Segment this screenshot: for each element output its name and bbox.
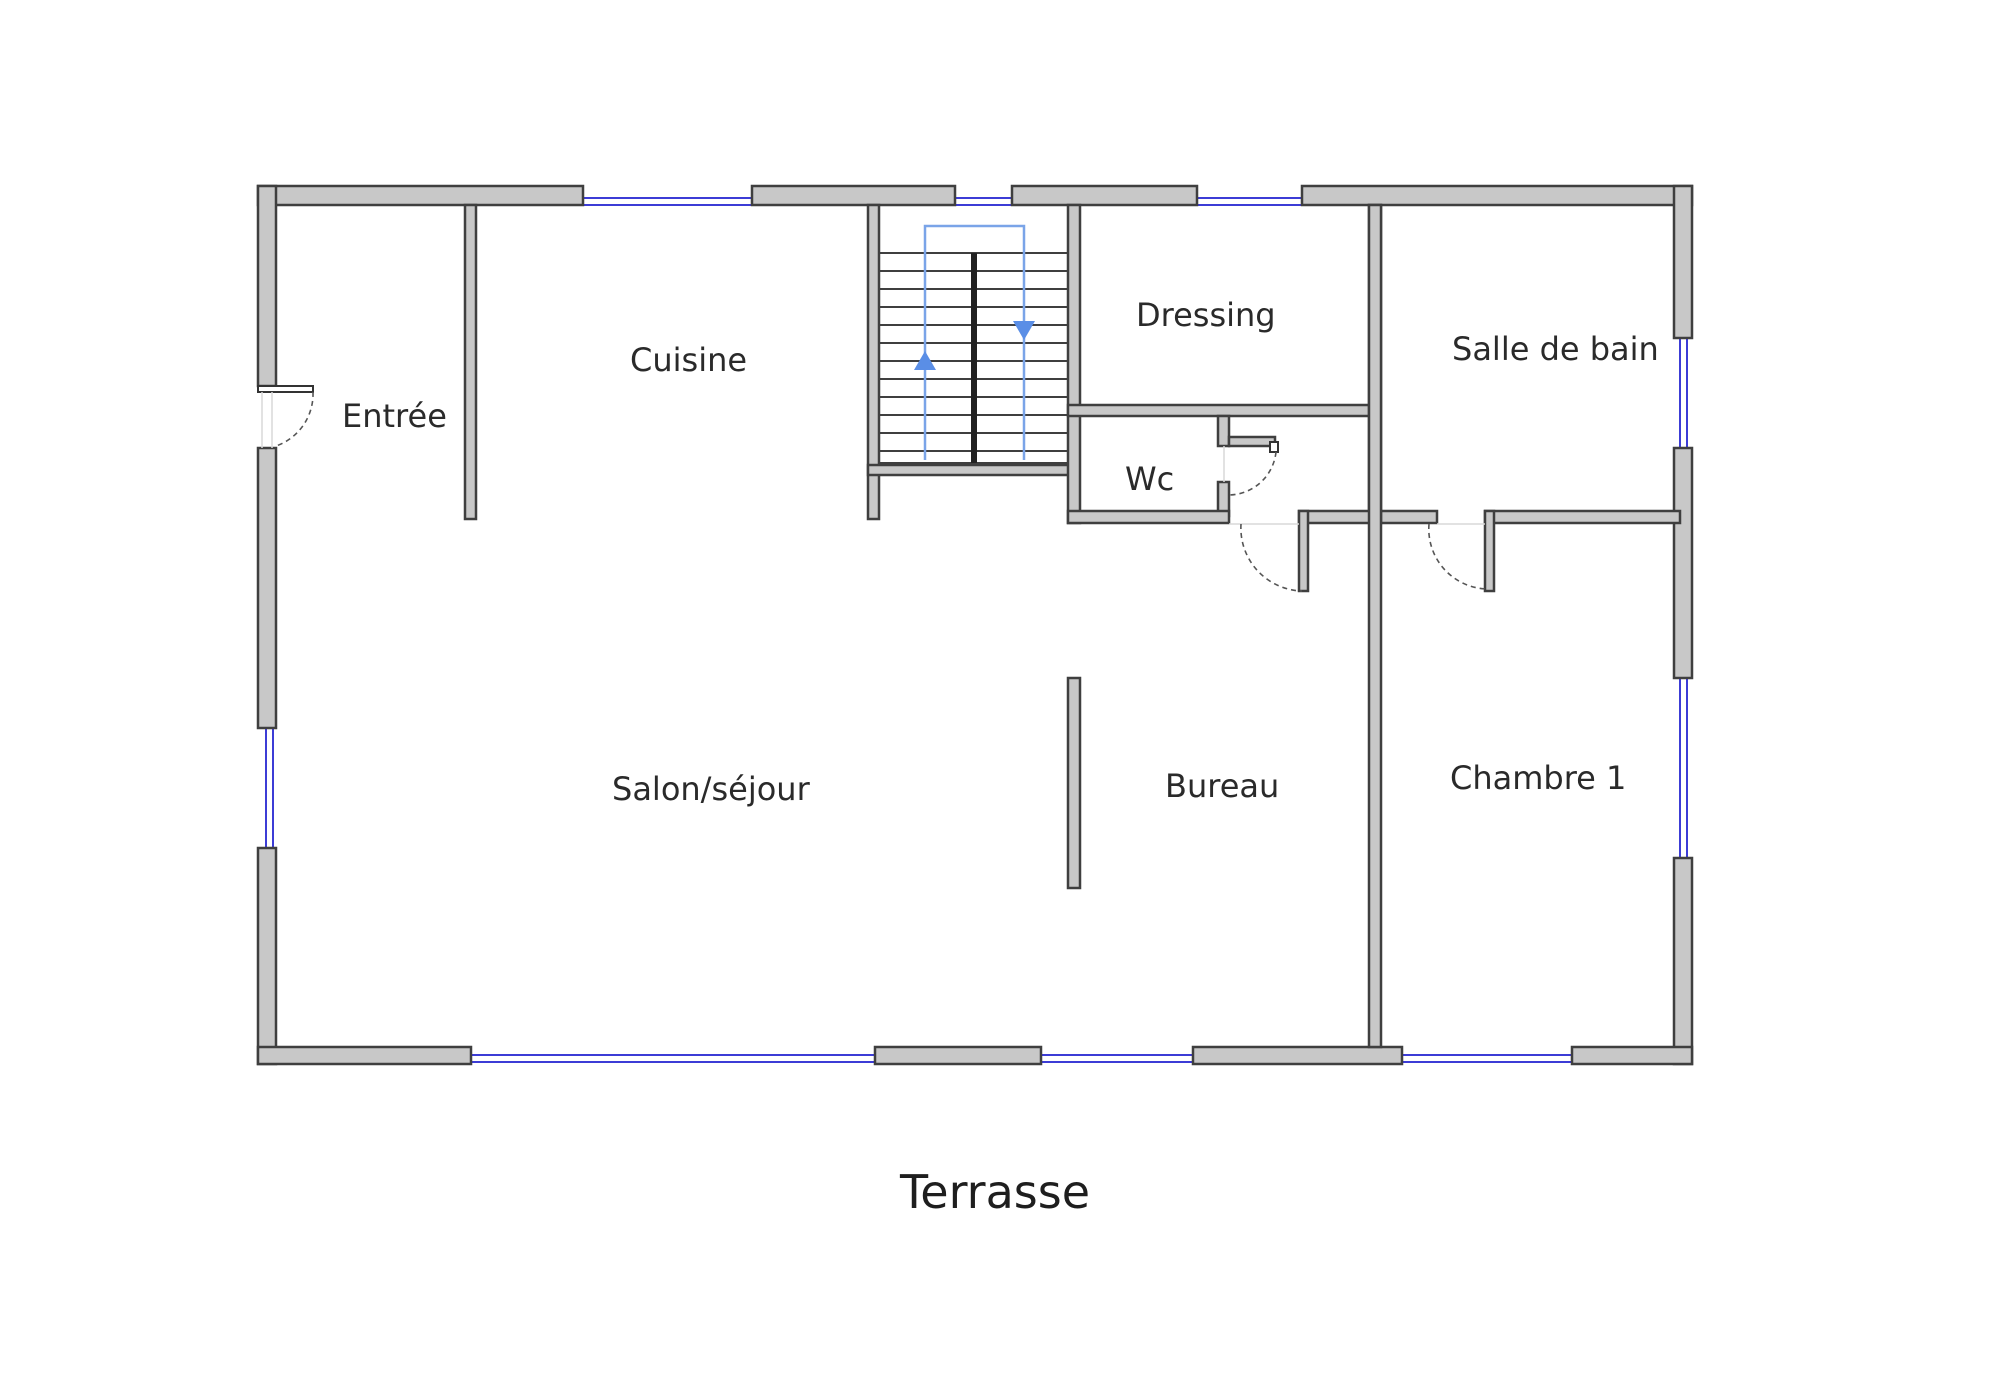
- wall-left-2: [256, 446, 278, 730]
- room-label-salon: Salon/séjour: [612, 770, 811, 808]
- wall-corridor-bottom-c: [1483, 509, 1682, 525]
- room-label-chambre: Chambre 1: [1450, 759, 1626, 797]
- stair-walk-line: [923, 224, 1026, 460]
- room-label-entree: Entrée: [342, 397, 447, 435]
- room-label-cuisine: Cuisine: [630, 341, 747, 379]
- room-label-salle-de-bain: Salle de bain: [1452, 330, 1659, 368]
- wall-entree-cuisine: [463, 203, 478, 521]
- window-bottom-chambre: [1402, 1054, 1572, 1063]
- door-wc: [1223, 441, 1279, 496]
- door-entree: [257, 385, 314, 448]
- window-top-stairs: [955, 197, 1012, 206]
- room-label-wc: Wc: [1125, 460, 1174, 498]
- staircase: [879, 224, 1068, 464]
- door-chambre: [1428, 523, 1489, 590]
- stair-up-arrow-icon: [914, 351, 936, 370]
- terrasse-label: Terrasse: [899, 1165, 1090, 1219]
- window-bottom-bureau: [1041, 1054, 1193, 1063]
- wall-left-1: [256, 184, 278, 388]
- wall-right-1: [1672, 184, 1694, 340]
- room-labels: Entrée Cuisine Dressing Salle de bain Wc…: [342, 296, 1659, 808]
- wall-wc-right: [1216, 414, 1231, 448]
- wall-bureau-door-jamb: [1297, 509, 1310, 593]
- window-right-bain: [1679, 338, 1688, 448]
- wall-left-3: [256, 846, 278, 1066]
- wall-dressing-bottom: [1066, 403, 1377, 418]
- doors: [257, 385, 1489, 592]
- room-label-bureau: Bureau: [1165, 767, 1279, 805]
- room-label-dressing: Dressing: [1136, 296, 1276, 334]
- wall-corridor-bottom-b: [1379, 509, 1439, 525]
- interior-walls: [463, 203, 1682, 1049]
- wall-top-3: [1010, 184, 1199, 207]
- wall-bottom-2: [873, 1045, 1043, 1066]
- wall-bottom-3: [1191, 1045, 1404, 1066]
- wall-chambre-door-jamb: [1483, 509, 1496, 593]
- wall-wc-door-jamb: [1227, 435, 1277, 448]
- wall-right-2: [1672, 446, 1694, 680]
- wall-stairs-bottom: [866, 463, 1076, 477]
- wall-right-3: [1672, 856, 1694, 1066]
- window-top-dressing: [1197, 197, 1302, 206]
- wall-bottom-1: [256, 1045, 473, 1066]
- door-bureau: [1229, 523, 1303, 592]
- wall-salon-bureau-partition: [1066, 676, 1082, 890]
- wall-top-4: [1300, 184, 1694, 207]
- wall-dressing-left: [1066, 203, 1082, 525]
- window-left-salon: [265, 728, 274, 848]
- stair-down-arrow-icon: [1013, 321, 1035, 340]
- wall-top-1: [256, 184, 585, 207]
- stair-stringer: [971, 253, 977, 463]
- window-right-chambre: [1679, 678, 1688, 858]
- outer-walls: [256, 184, 1694, 1066]
- wall-bottom-4: [1570, 1045, 1694, 1066]
- wall-top-2: [750, 184, 957, 207]
- window-bottom-salon: [471, 1054, 875, 1063]
- windows: [265, 197, 1688, 1063]
- wall-wc-bottom: [1066, 509, 1231, 525]
- window-top-cuisine: [583, 197, 752, 206]
- wall-bain-chambre-divider: [1367, 203, 1383, 1049]
